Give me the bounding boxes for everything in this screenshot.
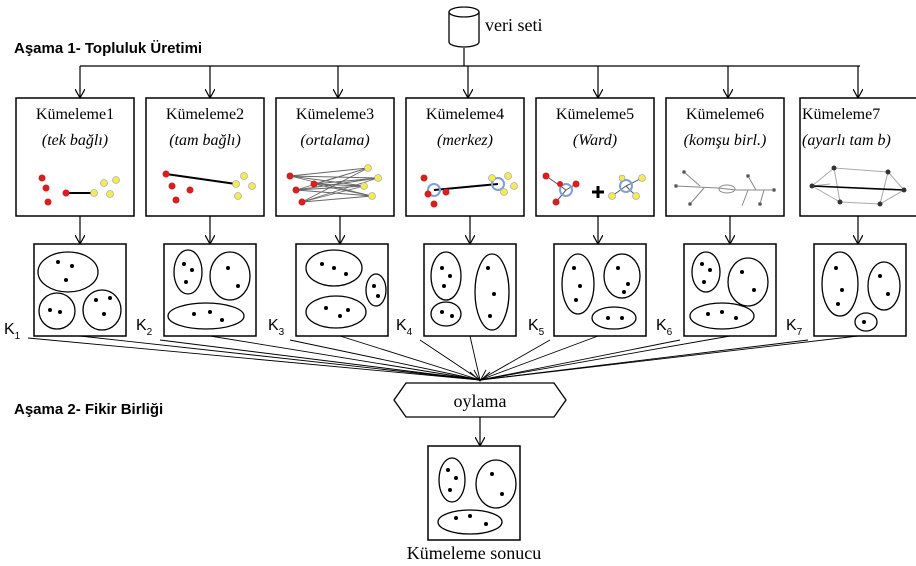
- ward-linkage-thumbnail: [542, 172, 646, 206]
- method-box-5: Kümeleme5 (Ward): [535, 97, 655, 217]
- method-box-4: Kümeleme4 (merkez): [405, 97, 525, 217]
- k-subscript: 5: [539, 327, 545, 338]
- voting-label: oylama: [454, 391, 507, 411]
- partition-box-5: [553, 243, 647, 337]
- method-subtitle: (tam bağlı): [169, 132, 241, 149]
- method-subtitle: (tek bağlı): [42, 132, 108, 149]
- k-label: K: [4, 321, 15, 338]
- k-label: K: [268, 317, 279, 334]
- voting-node: oylama: [393, 382, 567, 418]
- method-title: Kümeleme2: [166, 106, 244, 123]
- partition-box-6: [683, 243, 777, 337]
- method-title: Kümeleme6: [686, 106, 764, 123]
- neighbor-joining-thumbnail: [674, 170, 776, 207]
- svg-text:K7: K7: [786, 317, 803, 338]
- result-label: Kümeleme sonucu: [407, 543, 541, 563]
- method-title: Kümeleme4: [426, 106, 504, 123]
- k-subscript: 4: [407, 327, 413, 338]
- final-result-box: [427, 445, 521, 541]
- consensus-converging-lines: [27, 335, 859, 382]
- k-subscript: 1: [15, 331, 21, 342]
- k-label: K: [136, 317, 147, 334]
- k-label: K: [528, 317, 539, 334]
- single-linkage-thumbnail: [38, 174, 120, 206]
- dataset-label: veri seti: [485, 15, 542, 35]
- svg-text:K5: K5: [528, 317, 545, 338]
- average-linkage-thumbnail: [286, 164, 382, 206]
- method-subtitle: (ortalama): [300, 132, 369, 149]
- partition-box-4: [423, 243, 517, 337]
- adjusted-complete-linkage-thumbnail: [809, 165, 907, 207]
- k-label: K: [786, 317, 797, 334]
- method-title: Kümeleme1: [36, 106, 114, 123]
- k-label: K: [396, 317, 407, 334]
- method-box-3: Kümeleme3 (ortalama): [275, 97, 395, 217]
- k-subscript: 2: [147, 327, 153, 338]
- centroid-linkage-thumbnail: [420, 172, 518, 208]
- svg-text:K6: K6: [656, 317, 673, 338]
- distribution-connectors: [80, 48, 860, 98]
- partition-box-2: [163, 243, 257, 337]
- method-subtitle: (ayarlı tam b): [802, 132, 891, 149]
- partition-box-7: [813, 243, 907, 337]
- k-label: K: [656, 317, 667, 334]
- k-subscript: 6: [667, 327, 673, 338]
- stage1-label: Aşama 1- Topluluk Üretimi: [14, 40, 202, 57]
- complete-linkage-thumbnail: [162, 170, 256, 204]
- k-subscript: 7: [797, 327, 803, 338]
- method-title: Kümeleme3: [296, 106, 374, 123]
- method-subtitle: (Ward): [573, 132, 617, 149]
- method-box-6: Kümeleme6 (komşu birl.): [665, 97, 785, 217]
- dataset-database-icon: [448, 6, 480, 48]
- method-box-1: Kümeleme1 (tek bağlı): [15, 97, 135, 217]
- method-subtitle: (merkez): [437, 132, 493, 149]
- partition-box-3: [295, 243, 389, 337]
- stage2-label: Aşama 2- Fikir Birliği: [14, 401, 163, 418]
- method-title: Kümeleme5: [556, 106, 634, 123]
- partition-box-1: [33, 243, 127, 337]
- svg-text:K3: K3: [268, 317, 285, 338]
- method-title: Kümeleme7: [802, 106, 880, 123]
- svg-text:K1: K1: [4, 321, 21, 342]
- k-subscript: 3: [279, 327, 285, 338]
- svg-text:K4: K4: [396, 317, 413, 338]
- svg-text:K2: K2: [136, 317, 153, 338]
- method-box-7: Kümeleme7 (ayarlı tam b): [799, 97, 916, 217]
- method-subtitle: (komşu birl.): [684, 132, 767, 149]
- method-to-result-arrows: [80, 216, 858, 244]
- method-box-2: Kümeleme2 (tam bağlı): [145, 97, 265, 217]
